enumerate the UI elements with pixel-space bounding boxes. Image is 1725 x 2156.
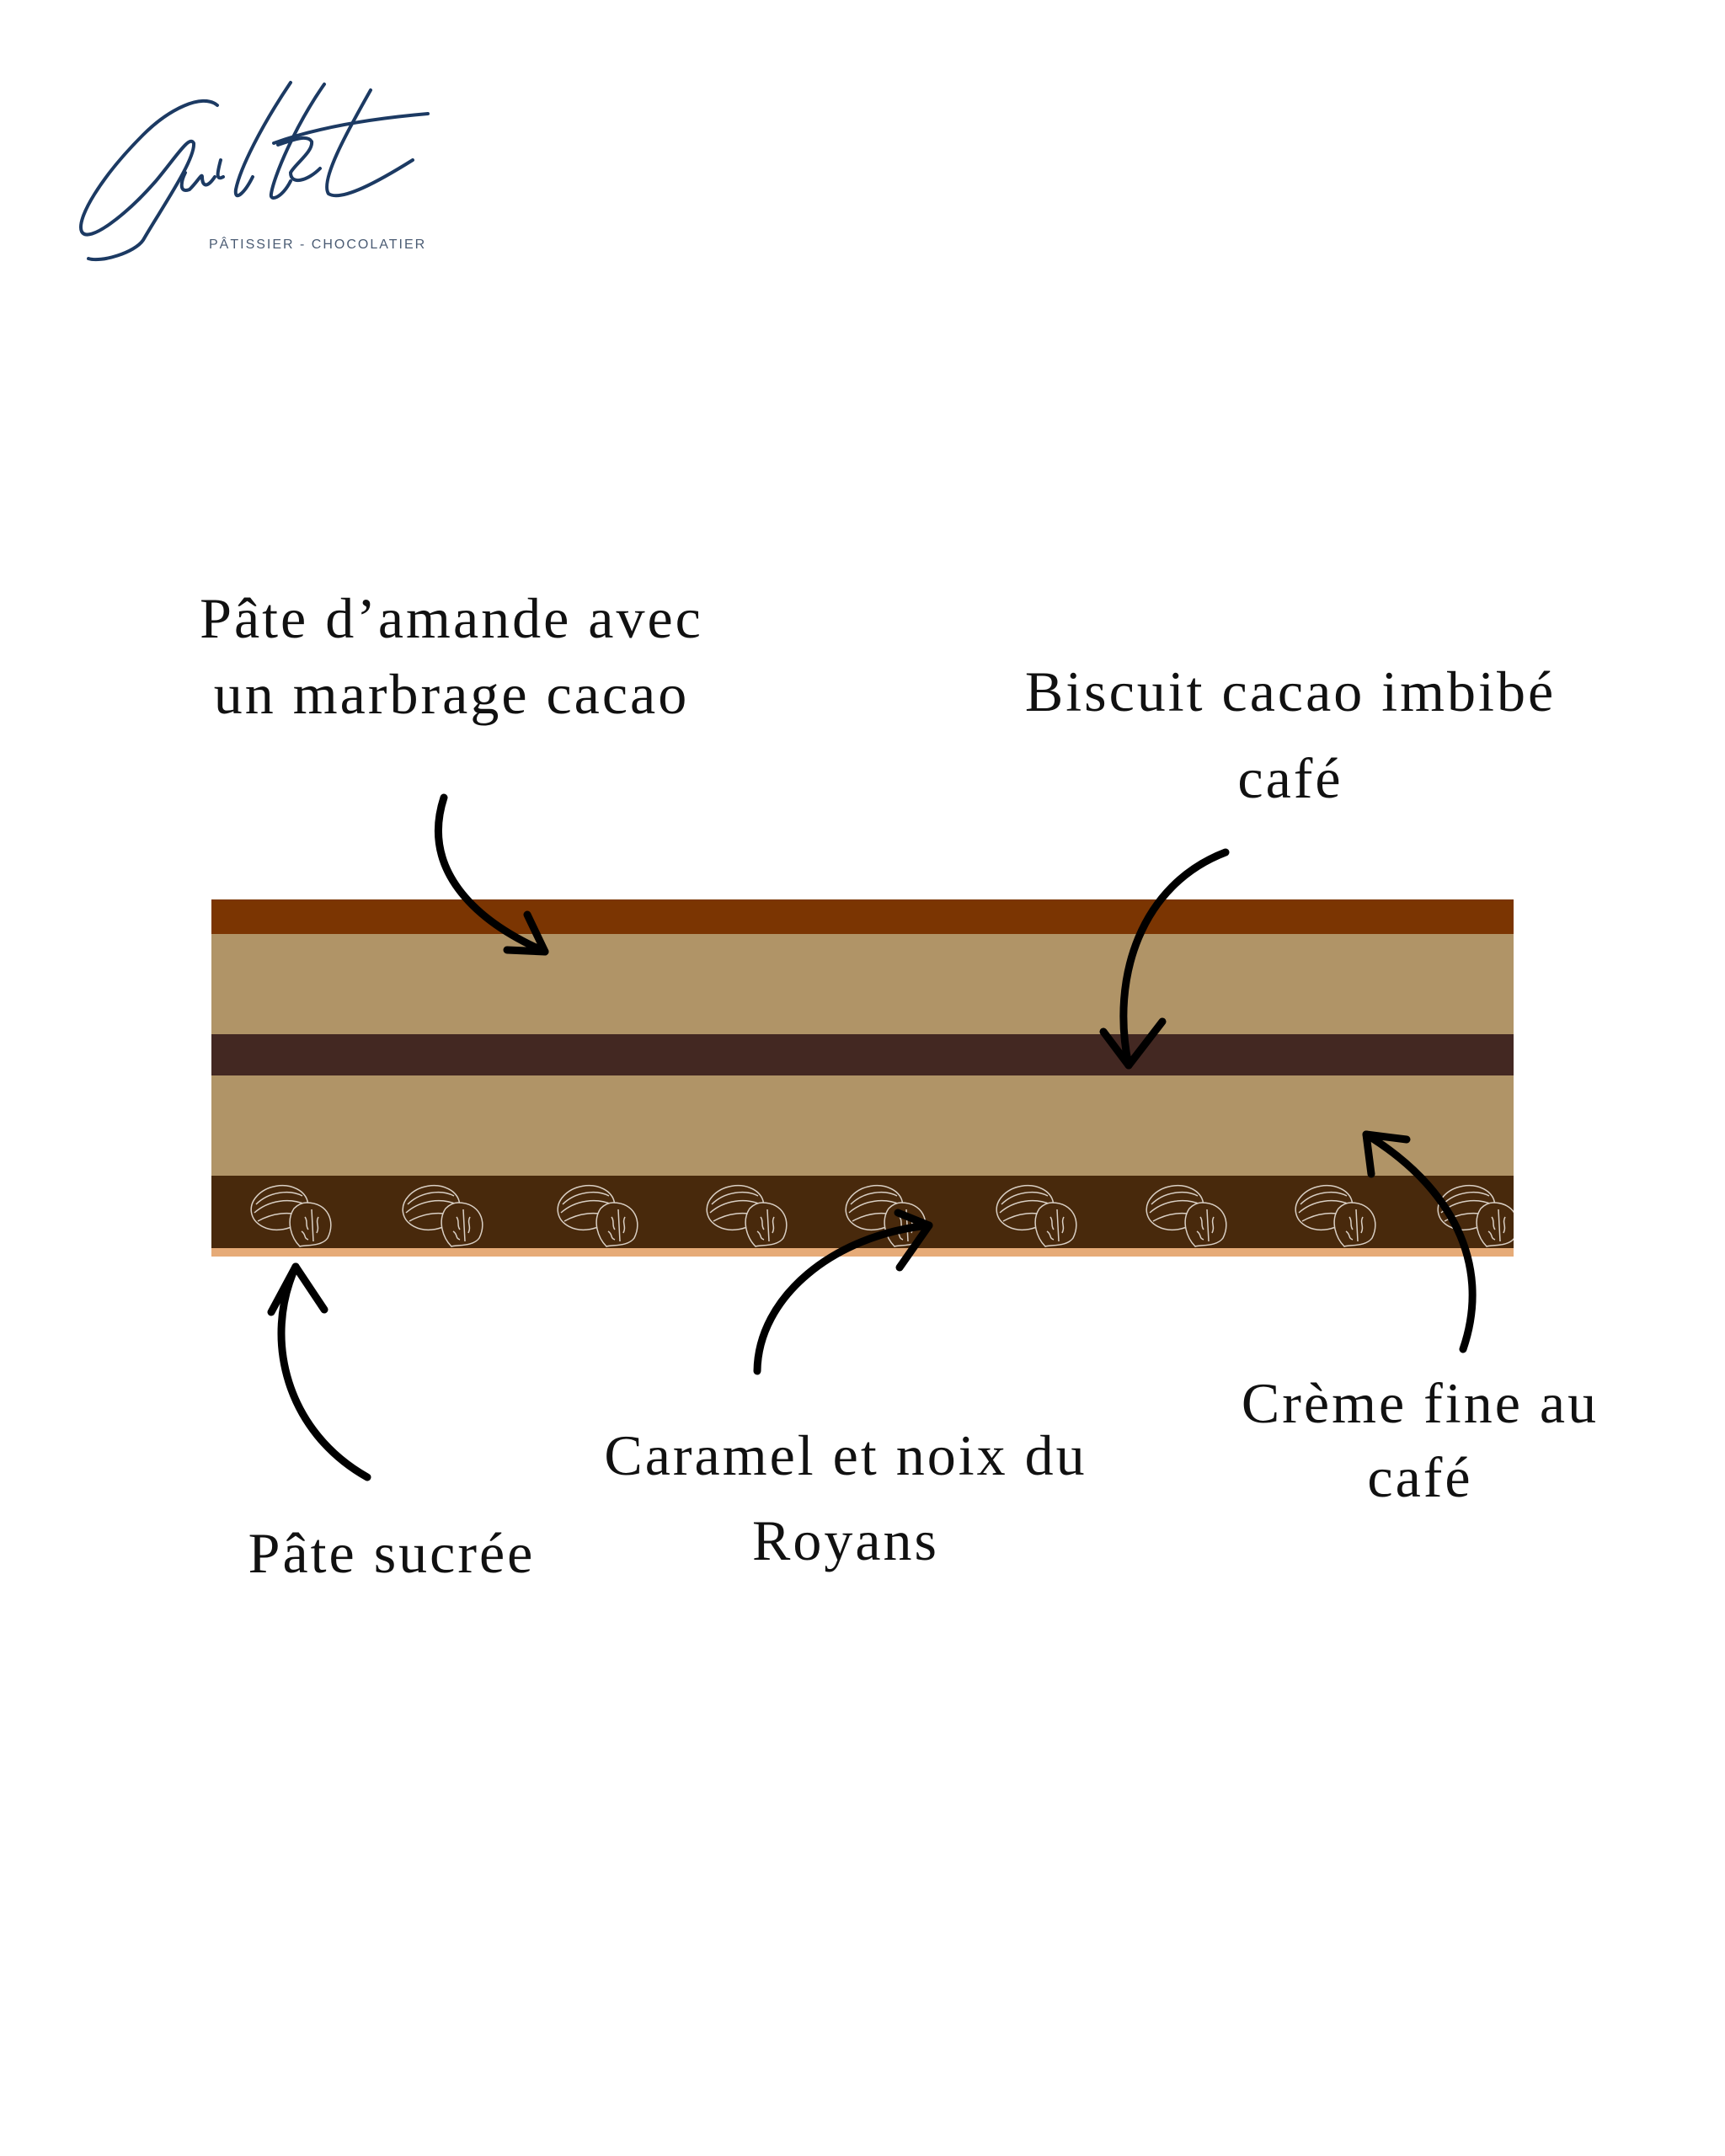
arrow-caramel-icon — [753, 1209, 933, 1375]
label-creme-line2: café — [1367, 1445, 1473, 1509]
label-marzipan-line1: Pâte d’amande avec — [200, 586, 703, 650]
label-marzipan-line2: un marbrage cacao — [213, 662, 690, 726]
arrow-creme-icon — [1362, 1130, 1477, 1353]
layer-pate-sucree — [211, 1248, 1514, 1257]
walnut-icon — [706, 1184, 788, 1247]
layer-sponge-upper — [211, 934, 1514, 1034]
walnut-icon — [1295, 1184, 1376, 1247]
label-caramel-line1: Caramel et noix du — [604, 1423, 1087, 1487]
walnut-icon — [996, 1184, 1077, 1247]
logo-subtitle: PÂTISSIER - CHOCOLATIER — [209, 237, 427, 252]
walnut-icon — [557, 1184, 638, 1247]
label-biscuit-line1: Biscuit cacao imbibé — [1024, 659, 1557, 723]
label-biscuit-line2: café — [1237, 746, 1343, 810]
walnut-icon — [250, 1184, 332, 1247]
walnut-row — [250, 1184, 1514, 1247]
label-pate-sucree: Pâte sucrée — [248, 1521, 536, 1585]
layer-sponge-lower — [211, 1075, 1514, 1176]
arrow-marzipan-icon — [435, 793, 549, 956]
arrow-biscuit-icon — [1099, 848, 1230, 1070]
walnut-icon — [402, 1184, 483, 1247]
layer-coffee-cream — [211, 1034, 1514, 1075]
arrow-pate-sucree-icon — [267, 1262, 371, 1481]
guillet-signature-logo — [79, 81, 430, 262]
layer-caramel-walnut — [211, 1176, 1514, 1248]
layer-marzipan — [211, 899, 1514, 934]
label-caramel-line2: Royans — [752, 1508, 939, 1572]
walnut-icon — [1146, 1184, 1227, 1247]
label-creme-line1: Crème fine au — [1241, 1371, 1599, 1435]
